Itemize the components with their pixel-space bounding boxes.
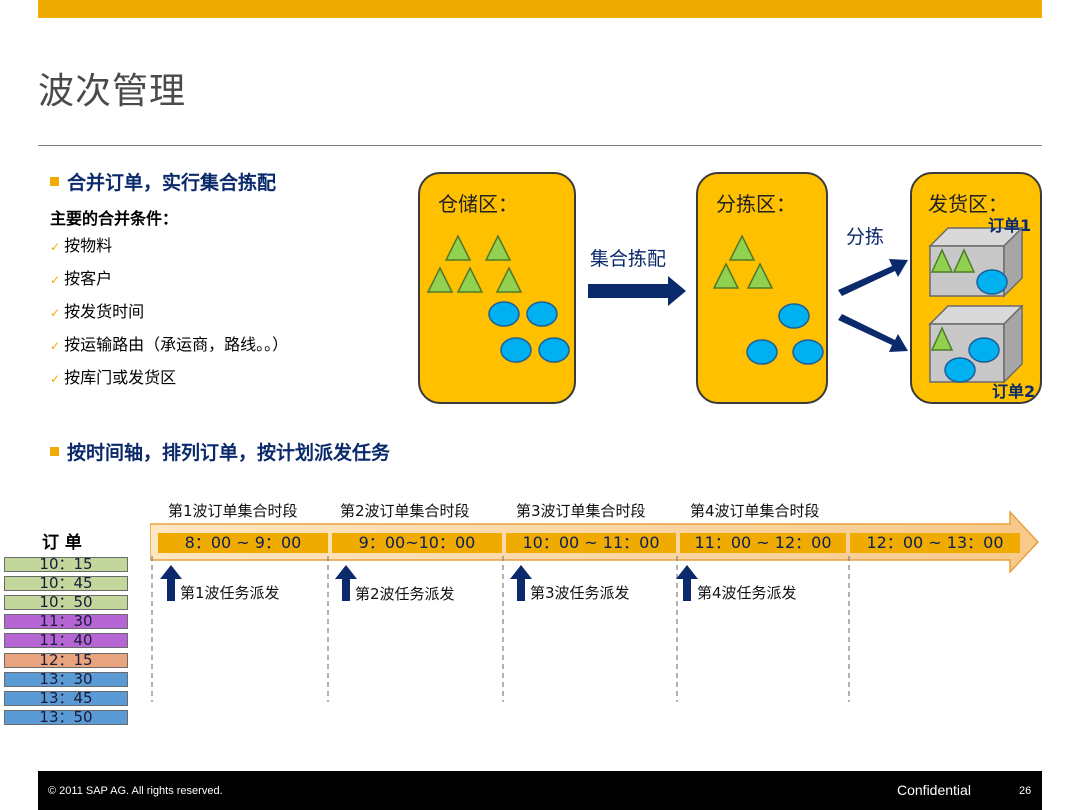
order1-label: 订单1: [988, 216, 1032, 235]
phase-label: 第2波订单集合时段: [340, 502, 470, 520]
shipping-bins-graphic: [928, 226, 1024, 384]
time-slot: 10：00 ~ 11：00: [506, 533, 676, 553]
list-item: ✓按客户: [50, 265, 288, 298]
phase-label: 第3波订单集合时段: [516, 502, 646, 520]
storage-items-graphic: [426, 234, 570, 363]
dispatch-label: 第4波任务派发: [697, 584, 797, 602]
confidential-text: Confidential: [897, 782, 971, 798]
order-time-chip: 10：15: [4, 557, 128, 572]
top-accent-bar: [38, 0, 1042, 18]
section2-heading: 按时间轴，排列订单，按计划派发任务: [50, 438, 390, 465]
sorting-zone-label: 分拣区：: [716, 192, 796, 216]
shipping-zone-label: 发货区：: [928, 192, 1008, 216]
wave-dividers: [151, 556, 850, 702]
list-item: ✓按发货时间: [50, 298, 288, 331]
order-time-chip: 13：30: [4, 671, 128, 687]
section1-heading: 合并订单，实行集合拣配: [50, 168, 276, 195]
sorting-items-graphic: [712, 234, 824, 365]
dispatch-arrow-icon: [510, 565, 532, 601]
time-slot: 9：00~10：00: [332, 533, 502, 553]
storage-zone: 仓储区：: [418, 172, 576, 404]
order-time-chip: 10：50: [4, 595, 128, 611]
bullet-square-icon: [50, 177, 59, 186]
dispatch-label: 第3波任务派发: [530, 584, 630, 602]
list-item: ✓按物料: [50, 232, 288, 265]
dispatch-arrow-icon: [335, 565, 357, 601]
check-icon: ✓: [50, 339, 61, 353]
condition-text: 按运输路由（承运商，路线。。）: [64, 335, 289, 354]
order-time-chip: 11：40: [4, 633, 128, 649]
conditions-title: 主要的合并条件：: [50, 209, 179, 228]
sort-arrows-icon: [838, 259, 908, 352]
picking-label: 集合拣配: [590, 248, 667, 270]
phase-label: 第1波订单集合时段: [168, 502, 298, 520]
conditions-list: ✓按物料 ✓按客户 ✓按发货时间 ✓按运输路由（承运商，路线。。） ✓按库门或发…: [50, 232, 288, 397]
copyright-text: © 2011 SAP AG. All rights reserved.: [48, 785, 223, 797]
title-divider: [38, 145, 1042, 146]
section2-heading-text: 按时间轴，排列订单，按计划派发任务: [67, 442, 391, 464]
order2-label: 订单2: [992, 382, 1036, 401]
order-time-chip: 10：45: [4, 576, 128, 592]
condition-text: 按库门或发货区: [64, 368, 177, 387]
picking-arrow-icon: [588, 276, 686, 306]
page-title: 波次管理: [38, 71, 187, 112]
condition-text: 按物料: [64, 236, 113, 255]
list-item: ✓按运输路由（承运商，路线。。）: [50, 331, 288, 364]
order-time-chip: 12：15: [4, 652, 128, 668]
shipping-zone: 发货区： 订单1 订单2: [910, 172, 1042, 404]
list-item: ✓按库门或发货区: [50, 364, 288, 397]
check-icon: ✓: [50, 273, 61, 287]
check-icon: ✓: [50, 240, 61, 254]
check-icon: ✓: [50, 372, 61, 386]
order-time-chip: 13：50: [4, 709, 128, 725]
order-time-chip: 11：30: [4, 614, 128, 630]
phase-label: 第4波订单集合时段: [690, 502, 820, 520]
page-number: 26: [1019, 785, 1032, 797]
time-slot: 11：00 ~ 12：00: [680, 533, 846, 553]
sort-action-label: 分拣: [846, 226, 885, 248]
storage-zone-label: 仓储区：: [438, 192, 518, 216]
section1-heading-text: 合并订单，实行集合拣配: [67, 172, 277, 194]
check-icon: ✓: [50, 306, 61, 320]
condition-text: 按客户: [64, 269, 113, 288]
footer-bar: [38, 771, 1042, 810]
orders-heading: 订 单: [42, 533, 82, 553]
sorting-zone: 分拣区：: [696, 172, 828, 404]
dispatch-label: 第1波任务派发: [180, 584, 280, 602]
dispatch-label: 第2波任务派发: [355, 585, 455, 603]
bullet-square-icon: [50, 447, 59, 456]
dispatch-arrow-icon: [676, 565, 698, 601]
condition-text: 按发货时间: [64, 302, 145, 321]
order-time-chip: 13：45: [4, 690, 128, 706]
dispatch-arrow-icon: [160, 565, 182, 601]
time-slot: 8：00 ~ 9：00: [158, 533, 328, 553]
time-slot: 12：00 ~ 13：00: [850, 533, 1020, 553]
